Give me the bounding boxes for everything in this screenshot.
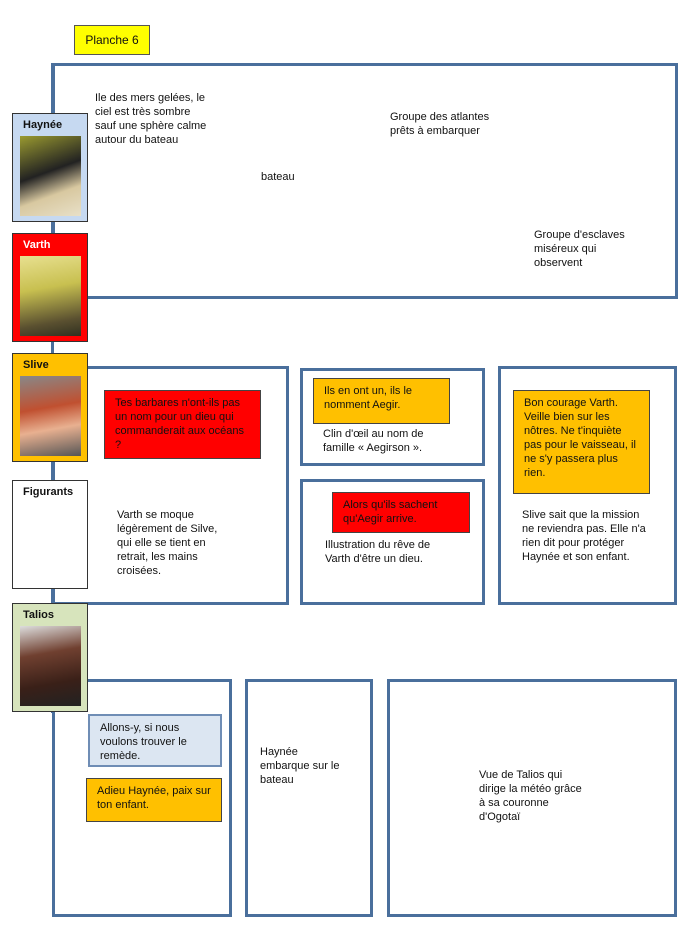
panel-8-description: Vue de Talios qui dirige la météo grâce …: [479, 769, 582, 823]
character-name: Figurants: [23, 486, 74, 498]
panel-2-description: Varth se moque légèrement de Silve, qui …: [117, 509, 218, 577]
panel-1: [52, 63, 678, 299]
character-card-talios: Talios: [12, 603, 88, 712]
panel-1-atlantes: Groupe des atlantes prêts à embarquer: [390, 111, 490, 137]
panel-1-boat: bateau: [261, 171, 295, 183]
talios-portrait: [20, 626, 81, 706]
varth-portrait: [20, 256, 81, 336]
character-name: Varth: [23, 239, 51, 251]
panel-8: [387, 679, 677, 917]
character-card-varth: Varth: [12, 233, 88, 342]
character-name: Talios: [23, 609, 54, 621]
character-card-haynee: Haynée: [12, 113, 88, 222]
panel-1-description: Ile des mers gelées, le ciel est très so…: [95, 92, 207, 146]
panel-4-bubble: Alors qu'ils sachent qu'Aegir arrive.: [332, 492, 470, 533]
panel-7: [245, 679, 373, 917]
panel-6-bubble-1: Allons-y, si nous voulons trouver le rem…: [88, 714, 222, 767]
page-title: Planche 6: [85, 33, 139, 47]
panel-1-slaves: Groupe d'esclaves miséreux qui observent: [534, 229, 625, 269]
character-name: Haynée: [23, 119, 63, 131]
panel-2-bubble: Tes barbares n'ont-ils pas un nom pour u…: [104, 390, 261, 459]
panel-7-description: Haynée embarque sur le bateau: [260, 746, 340, 786]
character-card-slive: Slive: [12, 353, 88, 462]
panel-3-description: Clin d'œil au nom de famille « Aegirson …: [323, 428, 424, 454]
haynee-portrait: [20, 136, 81, 216]
character-name: Slive: [23, 359, 49, 371]
panel-6-bubble-2: Adieu Haynée, paix sur ton enfant.: [86, 778, 222, 822]
panel-4-description: Illustration du rêve de Varth d'être un …: [325, 539, 431, 565]
page-title-box: Planche 6: [74, 25, 150, 55]
panel-3-bubble: Ils en ont un, ils le nomment Aegir.: [313, 378, 450, 424]
panel-5-description: Slive sait que la mission ne reviendra p…: [522, 509, 646, 563]
slive-portrait: [20, 376, 81, 456]
panel-5-bubble: Bon courage Varth. Veille bien sur les n…: [513, 390, 650, 494]
character-card-figurants: Figurants: [12, 480, 88, 589]
